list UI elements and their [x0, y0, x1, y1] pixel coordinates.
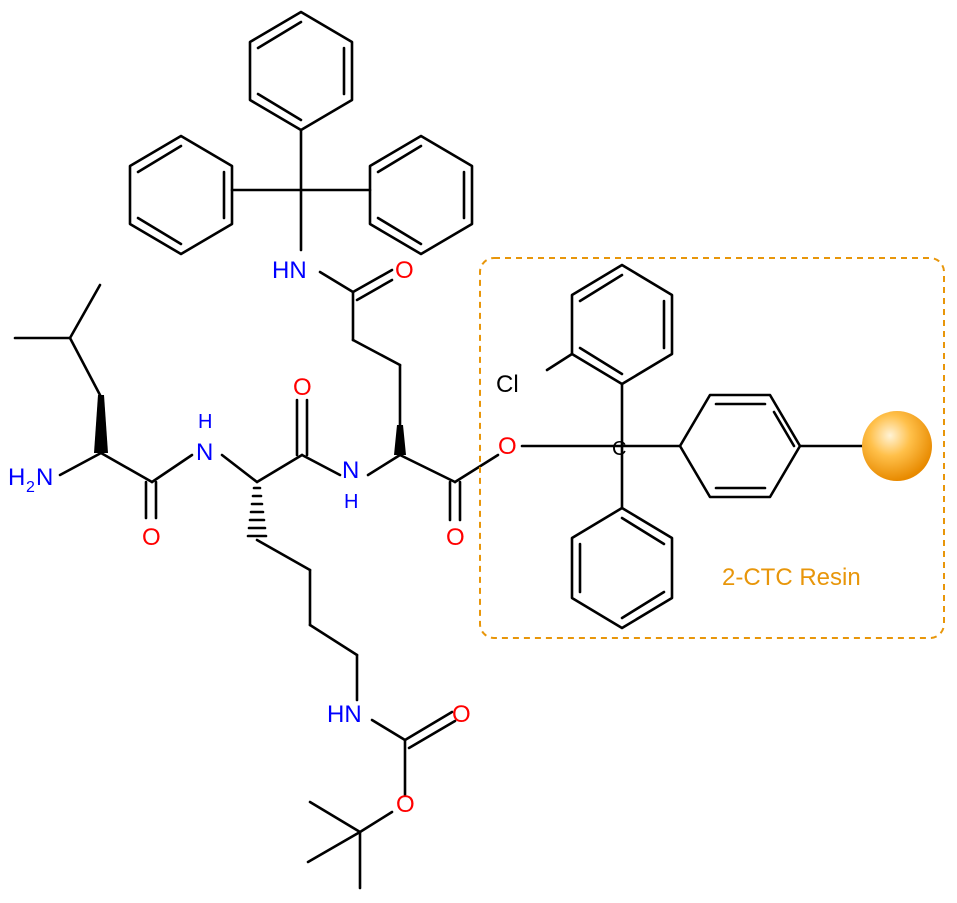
- amide-h-label-1: H: [198, 411, 212, 433]
- carbonyl-o-lys: O: [293, 374, 312, 401]
- resin-box: [479, 257, 945, 639]
- phenyl-ring-bottom: [570, 506, 674, 630]
- carbonyl-o-leu: O: [142, 524, 161, 551]
- wedge-bond: [94, 395, 108, 453]
- hashed-bond: [246, 486, 268, 538]
- ester-o-label: O: [498, 433, 517, 460]
- atom-labels: H 2 N H N O O N H O O HN O HN O O Cl C: [8, 257, 626, 818]
- amide-o-label: O: [395, 257, 414, 284]
- amine-subscript: 2: [26, 479, 35, 496]
- resin-bead-icon: [862, 411, 932, 481]
- trityl-amide-nh-label: HN: [272, 257, 307, 284]
- amide-n-label-1: N: [196, 439, 213, 466]
- resin-label: 2-CTC Resin: [722, 564, 861, 591]
- phenyl-ring-left: [128, 134, 234, 256]
- central-carbon-label: C: [612, 438, 626, 460]
- boc-carbonyl-o-label: O: [452, 701, 471, 728]
- phenyl-ring-top: [248, 10, 354, 132]
- amide-h-label-2: H: [344, 491, 358, 513]
- lysine-residue: [220, 398, 457, 890]
- wedge-bond-gln: [394, 425, 406, 455]
- chlorotrityl-group: [520, 263, 864, 630]
- amide-n-label-2: N: [342, 457, 359, 484]
- para-phenyl-ring: [678, 393, 802, 499]
- chlorine-label: Cl: [496, 371, 519, 398]
- phenyl-ring-right: [368, 134, 474, 256]
- amine-h-label: H: [8, 464, 25, 491]
- boc-ester-o-label: O: [396, 791, 415, 818]
- leucine-residue: [13, 283, 194, 520]
- chlorophenyl-ring: [570, 263, 674, 386]
- boc-nh-label: HN: [327, 701, 362, 728]
- glutamine-residue: [366, 425, 500, 522]
- carbonyl-o-gln: O: [446, 524, 465, 551]
- trityl-group: [128, 10, 474, 256]
- amine-n-label: N: [36, 464, 53, 491]
- gln-side-chain: [318, 268, 402, 427]
